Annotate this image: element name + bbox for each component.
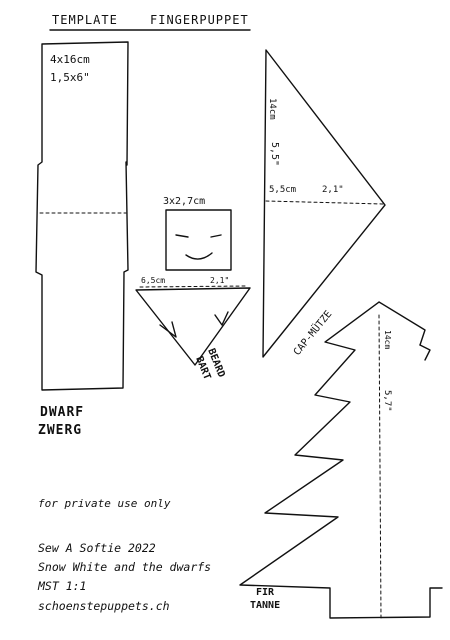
- template-title: TEMPLATE: [52, 13, 118, 27]
- dwarf-size-in: 1,5x6": [50, 71, 90, 84]
- series-line: Snow White and the dwarfs: [38, 560, 212, 574]
- face-smile: [185, 252, 213, 260]
- cap-width-cm: 5,5cm: [269, 185, 297, 195]
- cap-height-in: 5,5": [269, 142, 280, 166]
- cap-height-cm: 14cm: [267, 98, 277, 120]
- face-size: 3x2,7cm: [163, 196, 206, 207]
- private-note: for private use only: [38, 497, 171, 510]
- beard-width-in: 2,1": [210, 276, 230, 285]
- beard-width-cm: 6,5cm: [141, 276, 166, 285]
- beard-mouth-slit-right: [214, 311, 229, 326]
- tree-outline: [239, 301, 443, 619]
- dwarf-label-en: DWARF: [40, 405, 85, 420]
- face-eye-left: [175, 234, 189, 238]
- dwarf-label-de: ZWERG: [38, 423, 83, 438]
- dwarf-body-outline: [35, 41, 129, 391]
- beard-width-line: [139, 285, 247, 288]
- dwarf-size-cm: 4x16cm: [50, 53, 90, 66]
- tree-center-line: [378, 314, 382, 619]
- face-eye-right: [210, 234, 222, 238]
- credit-line: Sew A Softie 2022: [38, 541, 156, 555]
- beard-outline: [135, 287, 251, 366]
- tree-top-cm: 14cm: [383, 330, 392, 349]
- tree-label-de: TANNE: [250, 600, 281, 611]
- product-title: FINGERPUPPET: [150, 13, 249, 27]
- cap-width-in: 2,1": [322, 185, 344, 195]
- cap-outline: [262, 49, 386, 358]
- tree-mid-in: 5,7": [382, 390, 392, 412]
- tree-tip-arrow: [419, 344, 431, 361]
- tree-label-en: FIR: [256, 587, 275, 598]
- face-outline: [165, 209, 232, 271]
- beard-mouth-slit-left: [159, 321, 177, 338]
- site-line: schoenstepuppets.ch: [38, 599, 170, 613]
- cap-width-line: [265, 200, 384, 205]
- scale-line: MST 1:1: [38, 579, 87, 593]
